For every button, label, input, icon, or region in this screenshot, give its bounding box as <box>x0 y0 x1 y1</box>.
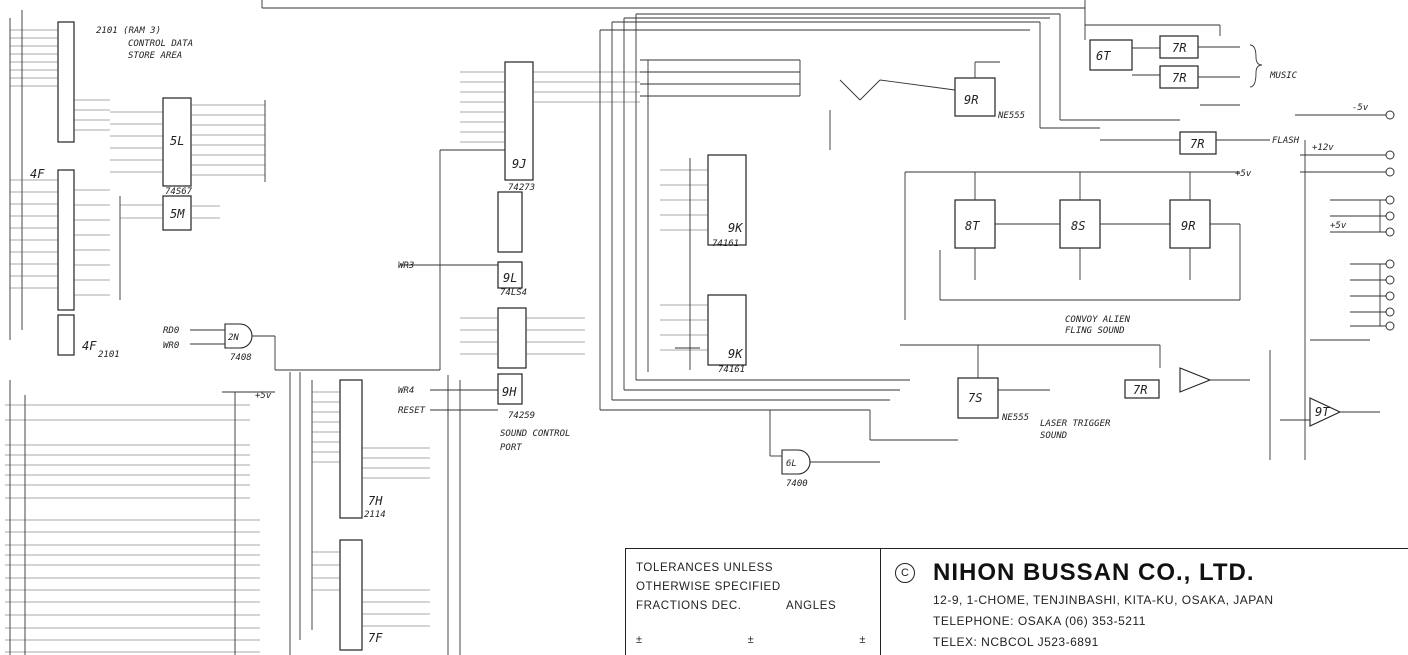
plus5v-left: +5v <box>255 391 272 401</box>
tol-angle: ± <box>859 634 866 646</box>
ram-label: 2101 (RAM 3) <box>96 26 161 36</box>
svg-text:2114: 2114 <box>364 510 386 520</box>
svg-text:5M: 5M <box>170 207 185 221</box>
chip-9l: 9L 74LS4 <box>400 191 527 298</box>
svg-text:7R: 7R <box>1133 383 1147 397</box>
company-address: 12-9, 1-CHOME, TENJINBASHI, KITA-KU, OSA… <box>933 593 1274 607</box>
plus12v-label: +12v <box>1312 143 1334 153</box>
svg-text:9K: 9K <box>728 221 743 235</box>
title-block: TOLERANCES UNLESS OTHERWISE SPECIFIED FR… <box>625 548 1408 655</box>
svg-text:9L: 9L <box>503 271 517 285</box>
reset-label: RESET <box>398 406 426 416</box>
svg-text:6L: 6L <box>786 459 797 469</box>
svg-text:74S67: 74S67 <box>165 187 193 197</box>
tolerance-box: TOLERANCES UNLESS OTHERWISE SPECIFIED FR… <box>626 549 881 655</box>
chip-7h: 7H 2114 <box>312 379 430 520</box>
svg-text:2101: 2101 <box>98 350 120 360</box>
svg-text:7H: 7H <box>368 494 383 508</box>
fractions-label: FRACTIONS DEC. <box>636 600 742 612</box>
plus5v-timer: +5v <box>1235 169 1252 179</box>
chip-7f: 7F <box>312 539 430 651</box>
alien-label-2: FLING SOUND <box>1065 326 1125 336</box>
svg-text:9K: 9K <box>728 347 743 361</box>
svg-text:NE555: NE555 <box>997 111 1025 121</box>
svg-text:6T: 6T <box>1096 49 1111 63</box>
svg-text:4F: 4F <box>82 339 97 353</box>
fractions-row: FRACTIONS DEC. ANGLES <box>636 597 880 616</box>
flash-label: FLASH <box>1272 136 1300 146</box>
svg-text:9R: 9R <box>964 93 978 107</box>
ram-note-1: CONTROL DATA <box>128 39 193 49</box>
svg-text:7F: 7F <box>368 631 383 645</box>
laser-section: 7S NE555 7R <box>869 344 1250 441</box>
svg-text:4F: 4F <box>30 167 45 181</box>
svg-text:8T: 8T <box>965 219 980 233</box>
svg-text:74161: 74161 <box>718 365 745 375</box>
ram-2101-block: 4F 4F 2101 <box>9 10 120 360</box>
wr0-label: WR0 <box>163 341 179 351</box>
laser-label-1: LASER TRIGGER <box>1040 419 1111 429</box>
company-telex: TELEX: NCBCOL J523-6891 <box>933 635 1099 649</box>
svg-text:2N: 2N <box>228 333 239 343</box>
svg-text:74259: 74259 <box>508 411 535 421</box>
wr3-label: WR3 <box>398 261 414 271</box>
svg-text:5L: 5L <box>170 134 184 148</box>
timer-row: 8T 8S 9R <box>904 171 1241 320</box>
tolerance-values: ± ± ± <box>636 631 866 650</box>
svg-text:9J: 9J <box>512 157 526 171</box>
tol-decimal: ± <box>747 634 755 646</box>
svg-text:7R: 7R <box>1190 137 1204 151</box>
svg-text:9T: 9T <box>1315 405 1330 419</box>
svg-text:7R: 7R <box>1172 71 1186 85</box>
svg-text:8S: 8S <box>1071 219 1085 233</box>
chip-9r-top: 9R NE555 <box>799 60 1025 150</box>
chip-9h: 9H 74259 <box>430 307 585 421</box>
flash-section: 7R <box>1039 22 1270 155</box>
company-box: C NIHON BUSSAN CO., LTD. 12-9, 1-CHOME, … <box>881 549 1408 655</box>
sound-port-label-1: SOUND CONTROL <box>500 429 570 439</box>
music-section: 6T 7R 7R <box>1059 14 1263 121</box>
tolerance-line-2: OTHERWISE SPECIFIED <box>636 581 781 593</box>
minus5v-label: -5v <box>1352 103 1369 113</box>
input-line-array <box>5 404 260 653</box>
sound-port-label-2: PORT <box>500 443 522 453</box>
tolerance-line-1: TOLERANCES UNLESS <box>636 562 774 574</box>
plus5v-right: +5v <box>1330 221 1347 231</box>
svg-text:74LS4: 74LS4 <box>500 288 527 298</box>
svg-text:9R: 9R <box>1181 219 1195 233</box>
tol-fraction: ± <box>636 634 643 646</box>
latch-5l-5m: 5L 5M 74S67 <box>110 97 266 300</box>
svg-text:7R: 7R <box>1172 41 1186 55</box>
svg-text:7S: 7S <box>968 391 982 405</box>
music-label: MUSIC <box>1269 71 1298 81</box>
company-name: NIHON BUSSAN CO., LTD. <box>933 559 1255 586</box>
alien-label-1: CONVOY ALIEN <box>1065 315 1131 325</box>
copyright-icon: C <box>895 563 915 583</box>
company-telephone: TELEPHONE: OSAKA (06) 353-5211 <box>933 614 1146 628</box>
chip-9j-latch: 9J 74273 <box>440 61 640 193</box>
svg-text:7408: 7408 <box>230 353 252 363</box>
svg-text:7400: 7400 <box>786 479 808 489</box>
laser-label-2: SOUND <box>1040 431 1067 441</box>
chip-9k: 9K 9K 74161 74161 <box>660 154 747 375</box>
svg-text:NE555: NE555 <box>1001 413 1029 423</box>
wr4-label: WR4 <box>398 386 414 396</box>
svg-text:9H: 9H <box>502 385 517 399</box>
svg-text:74273: 74273 <box>508 183 535 193</box>
nand-gate-7408: 2N 7408 <box>190 150 441 371</box>
angles-label: ANGLES <box>786 600 837 612</box>
svg-text:74161: 74161 <box>712 239 739 249</box>
power-terminals: 9T <box>1269 110 1395 460</box>
ram-note-2: STORE AREA <box>128 51 182 61</box>
gate-6l: 6L 7400 <box>769 410 880 489</box>
rd0-label: RD0 <box>163 326 179 336</box>
